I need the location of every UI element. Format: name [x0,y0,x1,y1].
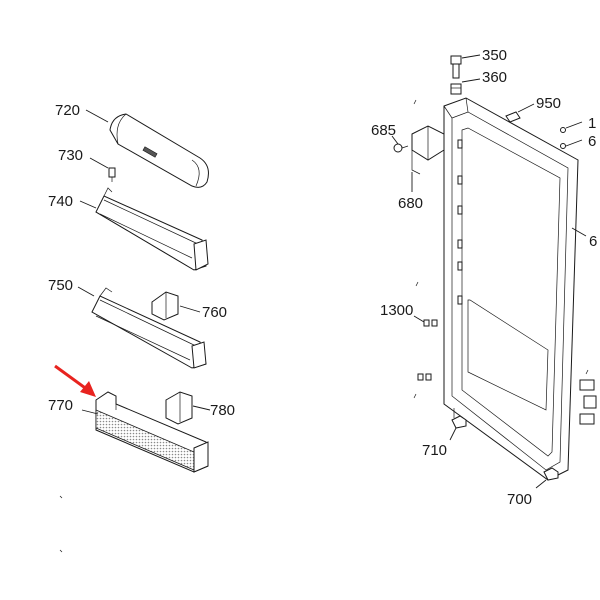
leader-right-6b [571,227,587,237]
corner-mark [59,549,63,553]
label-760: 760 [202,304,227,321]
part-1300-clips [417,319,438,381]
label-right-6a: 6 [588,133,596,150]
part-770-door-bin [95,391,209,473]
leader-780 [192,405,211,411]
label-right-6b: 6 [589,233,597,250]
part-730-pin [108,167,116,182]
leader-700 [535,479,547,489]
corner-mark [59,495,63,499]
tick-mark [415,281,419,287]
label-350: 350 [482,47,507,64]
label-730: 730 [58,147,83,164]
leader-710 [449,427,457,441]
leader-730 [89,157,109,169]
highlight-arrow [54,364,96,397]
leader-right-6a [565,139,583,147]
tick-mark [413,393,417,399]
leader-right-1 [565,121,583,129]
label-700: 700 [507,491,532,508]
label-685: 685 [371,122,396,139]
label-780: 780 [210,402,235,419]
label-710: 710 [422,442,447,459]
tick-mark [585,369,589,375]
leader-740 [79,200,97,209]
part-360-bushing [450,83,462,95]
label-950: 950 [536,95,561,112]
part-750-door-shelf [91,287,207,369]
leader-350 [461,54,481,59]
part-760-divider [151,291,179,321]
leader-950 [517,103,535,113]
leader-770 [81,409,99,415]
label-680: 680 [398,195,423,212]
label-750: 750 [48,277,73,294]
label-720: 720 [55,102,80,119]
part-780-divider [165,391,193,425]
leader-360 [461,78,481,83]
label-1300: 1300 [380,302,413,319]
label-right-1: 1 [588,115,596,132]
label-360: 360 [482,69,507,86]
part-right-small [560,127,566,149]
part-700-foot [543,467,559,481]
label-770: 770 [48,397,73,414]
part-685-screw [393,143,409,153]
part-720-dairy-cover [109,113,209,188]
leader-750 [77,286,95,297]
part-680-bracket [411,125,445,175]
door-assembly [443,97,597,481]
leader-1300 [413,315,425,323]
leader-720 [85,109,109,123]
part-710-foot [451,408,467,429]
tick-mark [413,99,417,105]
leader-760 [179,305,201,313]
part-350-hinge-pin [450,55,462,79]
label-740: 740 [48,193,73,210]
part-740-door-shelf [95,187,209,271]
part-950-plate [505,111,521,123]
leader-685 [391,135,399,145]
